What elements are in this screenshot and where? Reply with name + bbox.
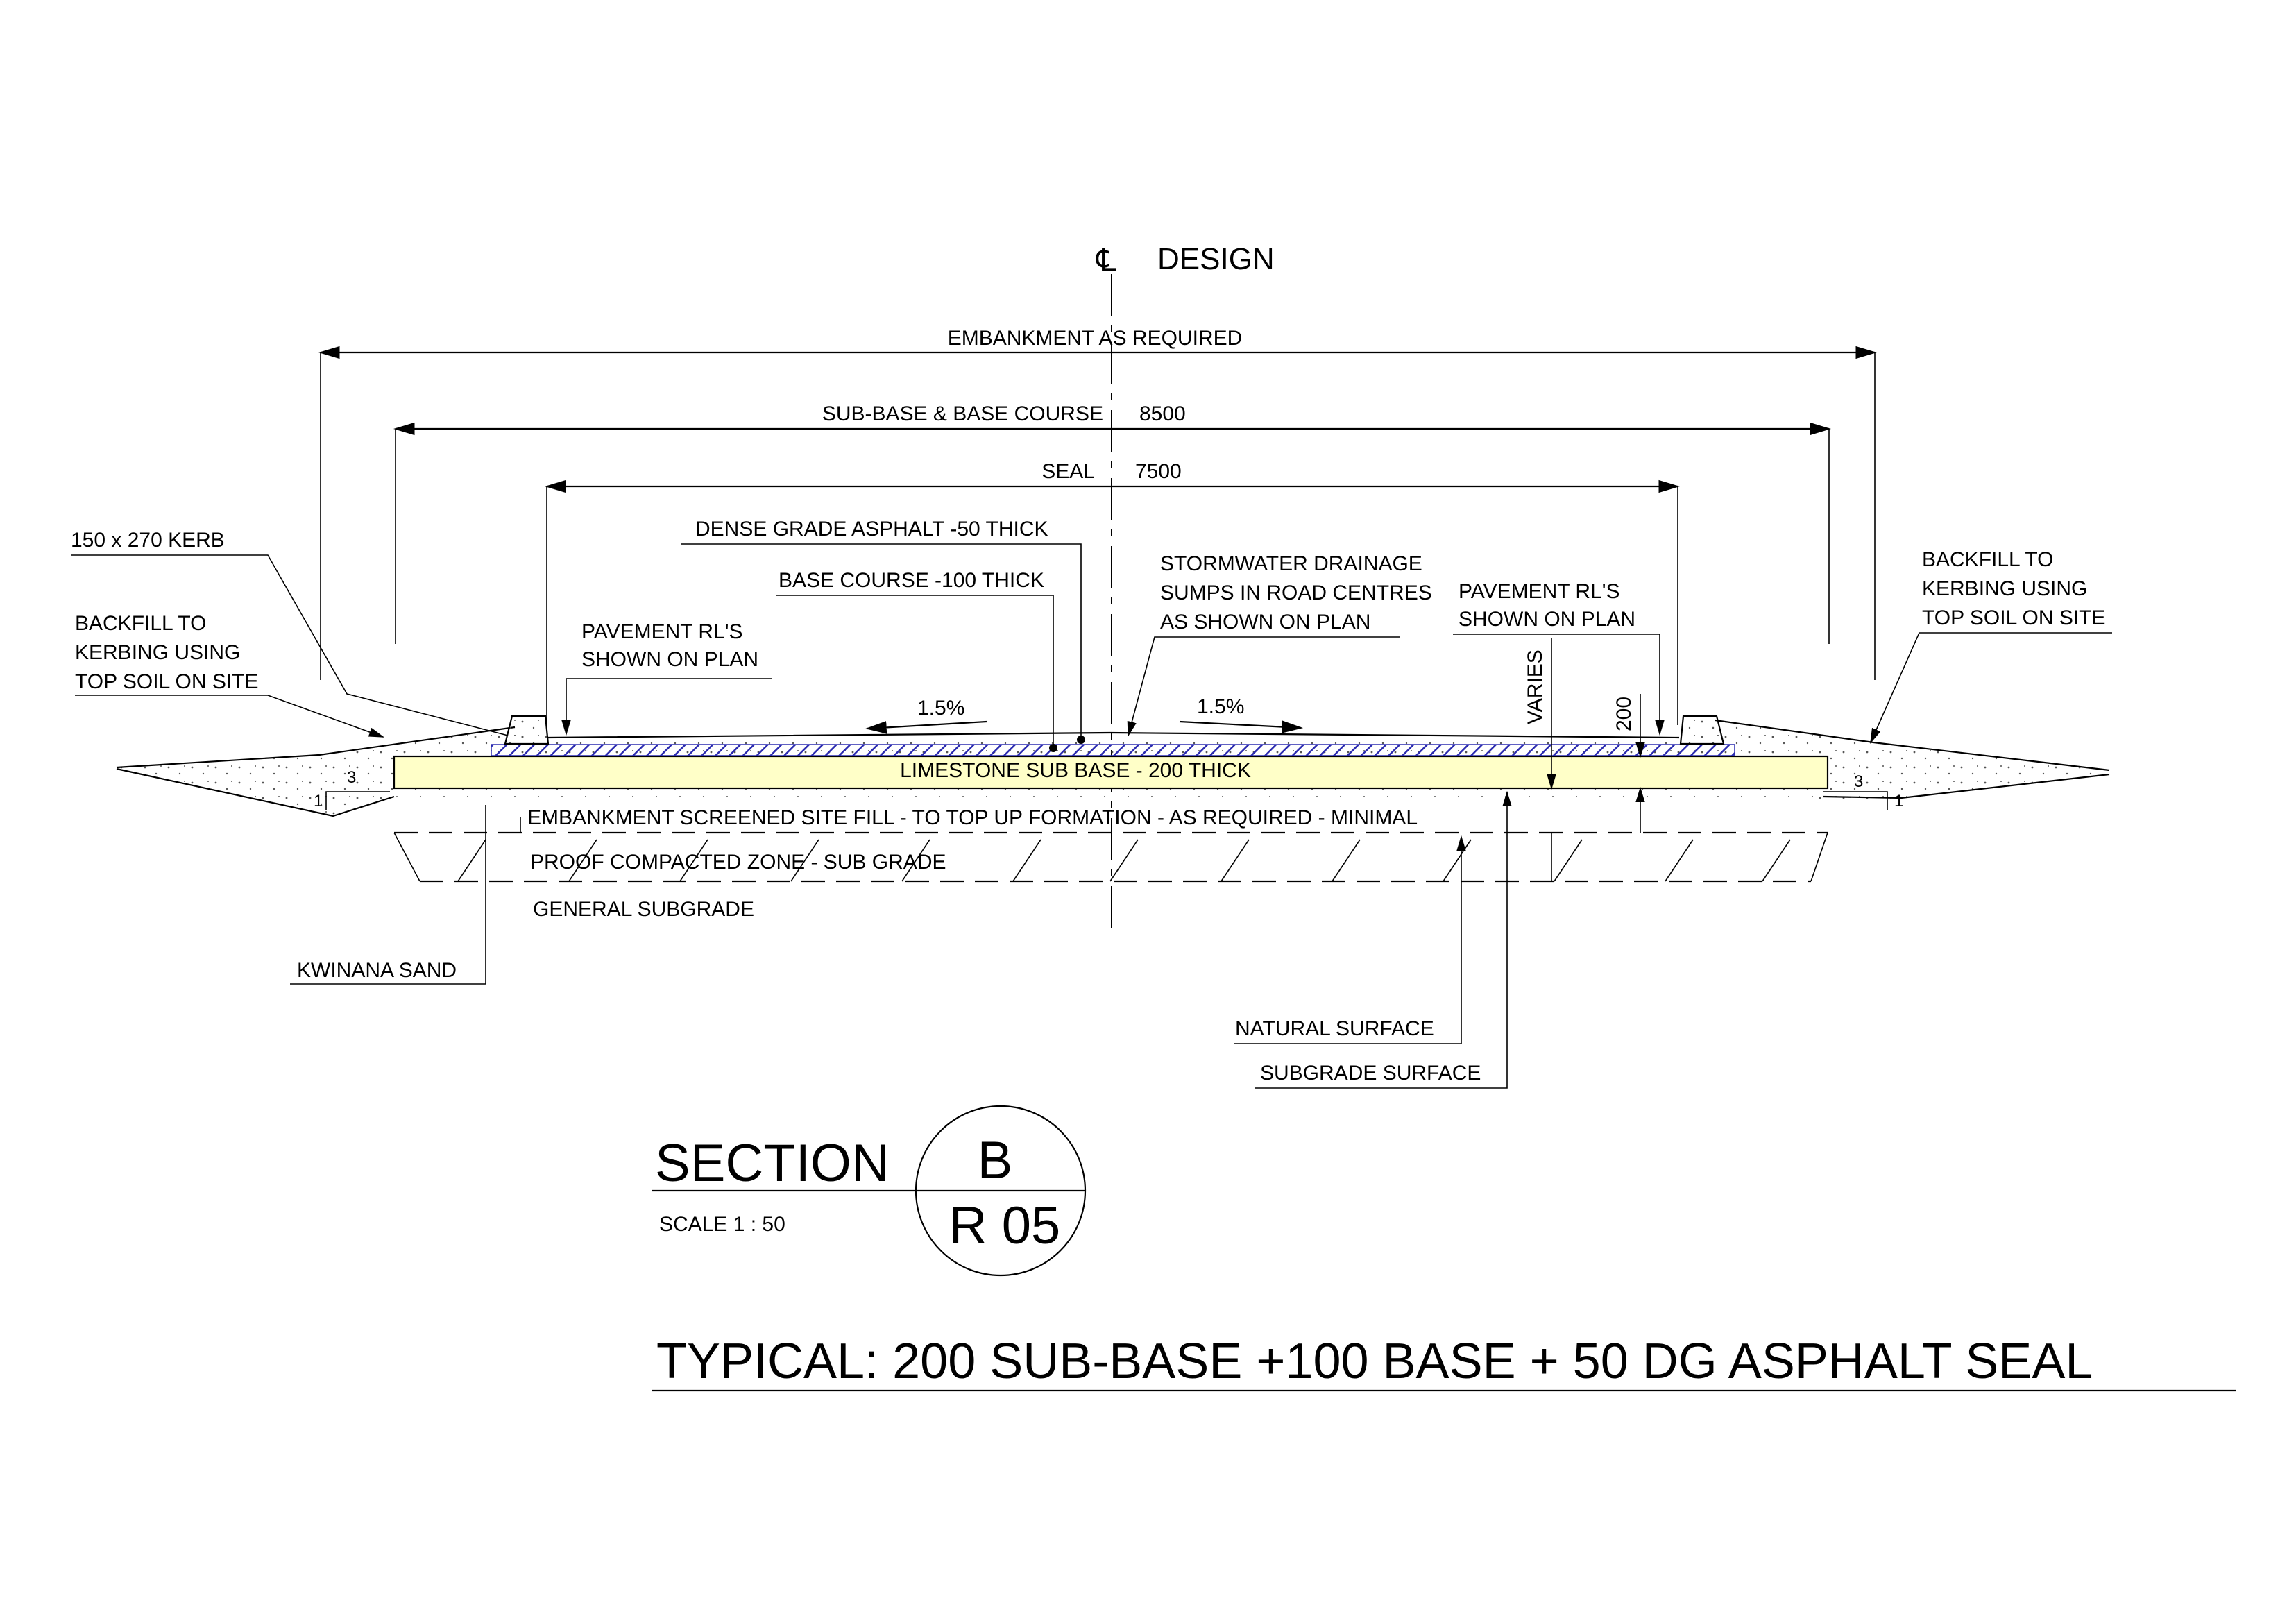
stormwater-line1: STORMWATER DRAINAGE — [1160, 552, 1422, 575]
varies-dimension: VARIES — [1524, 638, 1556, 881]
section-sheet: R 05 — [949, 1196, 1061, 1255]
pavement-right-line2: SHOWN ON PLAN — [1459, 608, 1635, 631]
asphalt-layer — [491, 744, 1735, 756]
stormwater-line2: SUMPS IN ROAD CENTRES — [1160, 581, 1432, 604]
limestone-subbase-layer — [393, 755, 1829, 790]
svg-text:1.5%: 1.5% — [917, 697, 964, 720]
seal-dim-label: SEAL — [1041, 460, 1095, 483]
varies-label: VARIES — [1524, 649, 1547, 724]
subgrade-side-right — [1810, 832, 1828, 882]
centreline-label: DESIGN — [1157, 242, 1275, 276]
backfill-left-line1: BACKFILL TO — [75, 612, 207, 635]
asphalt-callout: DENSE GRADE ASPHALT -50 THICK — [695, 518, 1048, 541]
subbase-dim-label: SUB-BASE & BASE COURSE — [822, 402, 1103, 425]
subgrade-side-left — [393, 832, 420, 882]
section-title: SECTION — [655, 1134, 890, 1193]
batter-triangle-right: 3 1 — [1823, 772, 1903, 810]
backfill-left-line3: TOP SOIL ON SITE — [75, 670, 259, 693]
drawing-title: TYPICAL: 200 SUB-BASE +100 BASE + 50 DG … — [656, 1334, 2093, 1389]
embankment-fill-callout: EMBANKMENT SCREENED SITE FILL - TO TOP U… — [527, 806, 1418, 829]
subgrade-surface-callout: SUBGRADE SURFACE — [1260, 1062, 1481, 1085]
backfill-left-line2: KERBING USING — [75, 641, 240, 664]
embankment-dim-label: EMBANKMENT AS REQUIRED — [948, 327, 1243, 350]
subbase-dim-value: 8500 — [1139, 402, 1186, 425]
section-letter: B — [978, 1131, 1013, 1190]
centreline-symbol: ℄ — [1096, 244, 1116, 278]
kerb-right — [1679, 715, 1725, 745]
kerb-left — [504, 715, 550, 745]
pavement-right-line1: PAVEMENT RL'S — [1459, 580, 1619, 603]
proof-compacted-hatch — [457, 839, 1791, 882]
embankment-batter-right — [1823, 773, 2110, 799]
base-course-callout: BASE COURSE -100 THICK — [779, 569, 1044, 592]
pavement-left-line2: SHOWN ON PLAN — [581, 648, 758, 671]
embankment-top-left — [116, 726, 516, 769]
svg-text:3: 3 — [1854, 772, 1863, 791]
crossfall-left: 1.5% — [865, 697, 987, 734]
dimension-embankment: EMBANKMENT AS REQUIRED — [318, 327, 1878, 680]
svg-text:1: 1 — [314, 792, 323, 810]
thickness-200-dimension: 200 — [1613, 694, 1645, 833]
pavement-surface-line — [547, 731, 1680, 739]
batter-triangle-left: 3 1 — [314, 768, 390, 810]
embankment-batter-left — [116, 767, 395, 817]
kerb-callout: 150 x 270 KERB — [71, 529, 225, 552]
natural-surface-callout: NATURAL SURFACE — [1235, 1017, 1434, 1040]
svg-text:1.5%: 1.5% — [1197, 695, 1244, 718]
dimension-seal: SEAL 7500 — [544, 460, 1681, 725]
seal-dim-value: 7500 — [1135, 460, 1182, 483]
pavement-left-line1: PAVEMENT RL'S — [581, 620, 742, 643]
stormwater-line3: AS SHOWN ON PLAN — [1160, 611, 1370, 634]
section-scale: SCALE 1 : 50 — [659, 1213, 785, 1236]
kwinana-sand-callout: KWINANA SAND — [297, 959, 457, 982]
backfill-right-line3: TOP SOIL ON SITE — [1922, 606, 2106, 629]
crossfall-right: 1.5% — [1179, 695, 1304, 733]
svg-text:1: 1 — [1894, 792, 1903, 810]
limestone-subbase-label: LIMESTONE SUB BASE - 200 THICK — [900, 759, 1251, 782]
svg-text:3: 3 — [347, 768, 356, 787]
backfill-right-line2: KERBING USING — [1922, 577, 2087, 600]
thickness-200-label: 200 — [1613, 697, 1635, 731]
general-subgrade-callout: GENERAL SUBGRADE — [533, 898, 754, 921]
section-label: SECTION SCALE 1 : 50 B R 05 — [652, 1105, 1087, 1277]
proof-compacted-callout: PROOF COMPACTED ZONE - SUB GRADE — [530, 851, 946, 874]
dimension-subbase: SUB-BASE & BASE COURSE 8500 — [393, 402, 1832, 644]
backfill-right-line1: BACKFILL TO — [1922, 548, 2054, 571]
